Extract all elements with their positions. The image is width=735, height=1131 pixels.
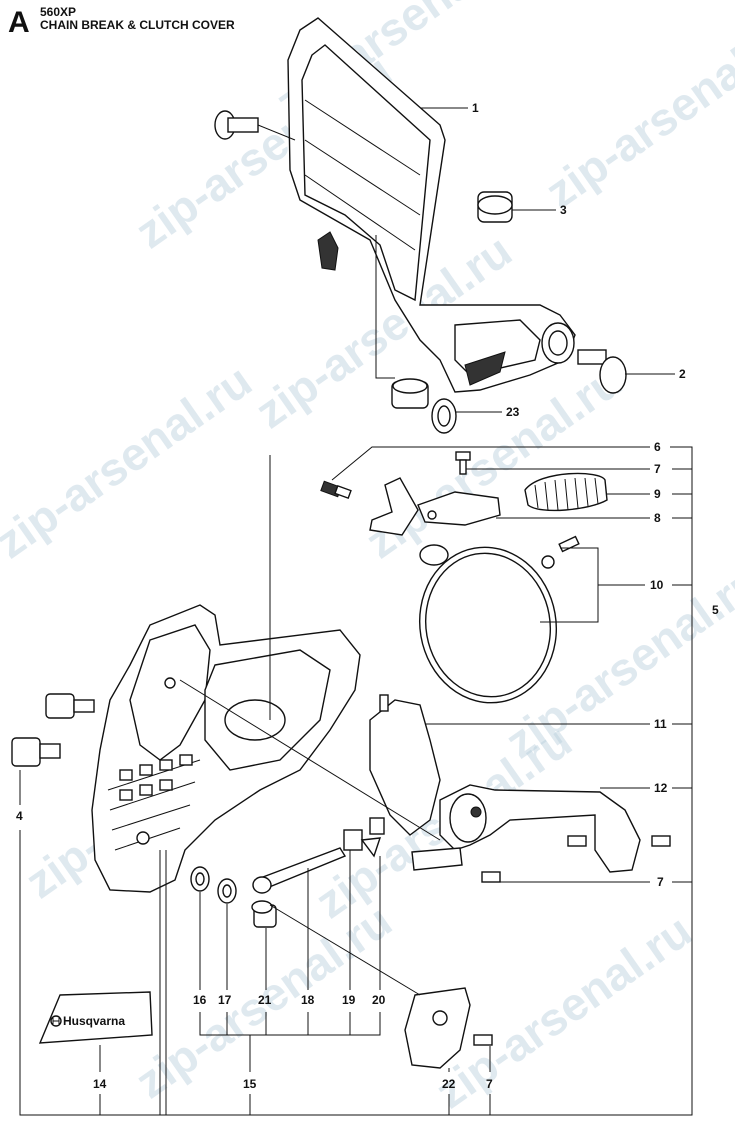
callout-label: 3 <box>560 203 567 217</box>
decal-brand-text: Husqvarna <box>63 1014 125 1028</box>
model-number: 560XP <box>40 5 77 19</box>
callout-label: 17 <box>218 993 232 1007</box>
callout-labels: 1 2 3 23 6 7 9 8 10 5 11 12 7 4 16 17 21… <box>16 101 719 1091</box>
callout-label: 18 <box>301 993 315 1007</box>
brake-screw-part <box>455 451 471 475</box>
adjuster-screw-18-part <box>252 847 347 894</box>
husqvarna-logo: Husqvarna <box>50 1014 125 1028</box>
callout-label: 12 <box>654 781 668 795</box>
callout-label: 8 <box>654 511 661 525</box>
spacer-21-part <box>251 900 277 928</box>
brake-pin-part <box>320 480 352 500</box>
callout-label: 20 <box>372 993 386 1007</box>
callout-label: 7 <box>486 1077 493 1091</box>
callout-label: 7 <box>657 875 664 889</box>
callout-label: 22 <box>442 1077 456 1091</box>
diagram-title: CHAIN BREAK & CLUTCH COVER <box>40 18 235 32</box>
callout-label: 23 <box>506 405 520 419</box>
callout-label: 19 <box>342 993 356 1007</box>
callout-label: 16 <box>193 993 207 1007</box>
callout-label: 1 <box>472 101 479 115</box>
tensioner-nut-19-part <box>343 829 363 851</box>
brake-lever-part <box>369 477 419 536</box>
sleeve-part <box>391 378 429 409</box>
watermark-text: zip-arsenal.ru <box>536 4 735 218</box>
tensioner-nut-20-part <box>360 817 385 858</box>
callout-label: 7 <box>654 462 661 476</box>
shoulder-bolt-part <box>577 349 627 394</box>
callout-label: 15 <box>243 1077 257 1091</box>
washer-part <box>431 398 457 434</box>
callout-label: 11 <box>654 717 667 731</box>
callout-label: 2 <box>679 367 686 381</box>
callout-label: 14 <box>93 1077 107 1091</box>
cover-screw-part <box>473 835 671 1046</box>
callout-label: 21 <box>258 993 272 1007</box>
brake-spring-part <box>524 472 608 512</box>
guide-plate-part <box>369 694 441 836</box>
washer-16-part <box>190 866 210 892</box>
callout-label: 9 <box>654 487 661 501</box>
callout-label: 6 <box>654 440 661 454</box>
clutch-cover-part <box>91 604 361 893</box>
section-letter: A <box>8 6 30 39</box>
watermark-text: zip-arsenal.ru <box>0 354 261 568</box>
washer-17-part <box>217 878 237 904</box>
cover-nut-part <box>11 693 95 767</box>
bushing-part <box>477 191 513 223</box>
guard-pivot-bolt-part <box>214 110 296 141</box>
callout-label: 5 <box>712 603 719 617</box>
callout-label: 4 <box>16 809 23 823</box>
brake-band-part <box>418 535 580 704</box>
hand-guard-part <box>287 17 576 393</box>
callout-label: 10 <box>650 578 664 592</box>
husqvarna-decal-part: Husqvarna <box>38 991 153 1044</box>
cover-plate-part <box>404 987 471 1069</box>
leader-lines <box>19 107 693 1116</box>
brake-handle-part <box>411 784 641 873</box>
brake-link-part <box>417 491 501 526</box>
